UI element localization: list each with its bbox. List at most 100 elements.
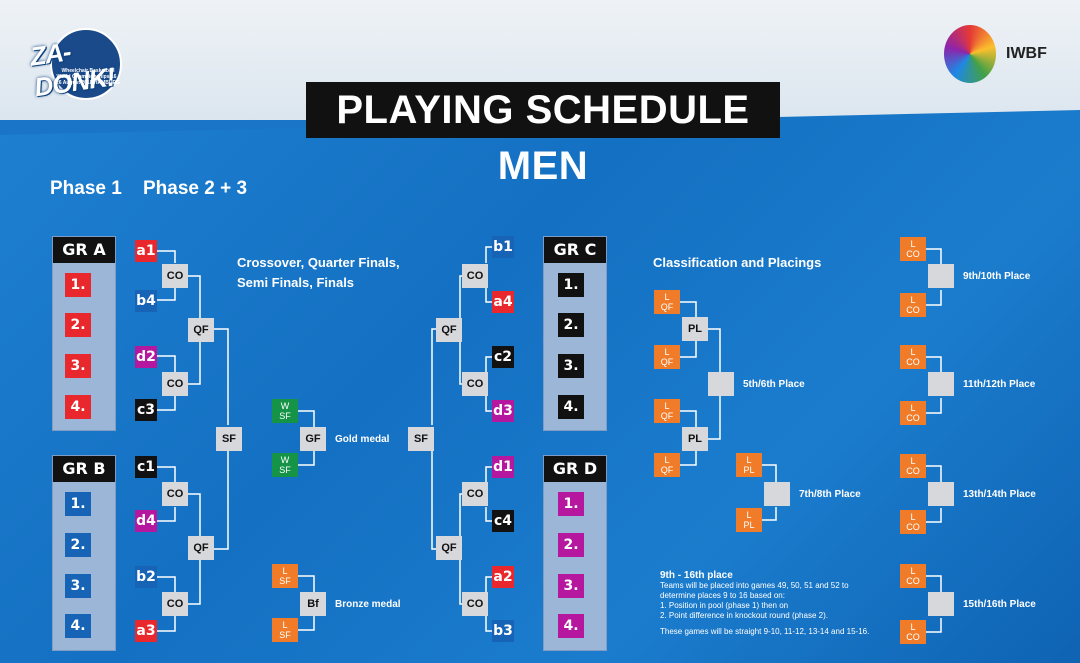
- place-9-10-label: 9th/10th Place: [963, 271, 1031, 282]
- group-b-rank-2: 2.: [65, 533, 91, 557]
- game-co: CO: [462, 372, 488, 396]
- event-logo: ZA-DONK! Wheelchair Basketball World Cha…: [28, 18, 142, 102]
- team-a3: a3: [135, 620, 157, 642]
- note-title: 9th - 16th place: [660, 570, 733, 581]
- team-c3: c3: [135, 399, 157, 421]
- game-co: CO: [162, 482, 188, 506]
- team-d1: d1: [492, 456, 514, 478]
- place-13-14-label: 13th/14th Place: [963, 489, 1036, 500]
- game-pl: PL: [682, 317, 708, 341]
- group-a-rank-3: 3.: [65, 354, 91, 378]
- group-b-rank-1: 1.: [65, 492, 91, 516]
- group-b-rank-4: 4.: [65, 614, 91, 638]
- game-9-10: [928, 264, 954, 288]
- team-b3: b3: [492, 620, 514, 642]
- game-7-8: [764, 482, 790, 506]
- group-c-rank-1: 1.: [558, 273, 584, 297]
- gold-medal-label: Gold medal: [335, 434, 390, 445]
- group-d-title: GR D: [544, 456, 606, 482]
- note-line: 1. Position in pool (phase 1) then on: [660, 601, 789, 610]
- note-line: 2. Point difference in knockout round (p…: [660, 611, 828, 620]
- game-15-16: [928, 592, 954, 616]
- game-qf: QF: [436, 318, 462, 342]
- classification-heading: Classification and Placings: [653, 255, 822, 270]
- iwbf-globe-icon: [944, 25, 996, 83]
- team-d2: d2: [135, 346, 157, 368]
- phase-23-label: Phase 2 + 3: [143, 178, 248, 199]
- bronze-medal-label: Bronze medal: [335, 599, 401, 610]
- group-d-rank-2: 2.: [558, 533, 584, 557]
- game-pl: PL: [682, 427, 708, 451]
- game-sf: SF: [216, 427, 242, 451]
- phase-1-label: Phase 1: [50, 178, 122, 199]
- game-co: CO: [162, 592, 188, 616]
- game-qf: QF: [188, 536, 214, 560]
- group-a-rank-2: 2.: [65, 313, 91, 337]
- game-sf: SF: [408, 427, 434, 451]
- game-13-14: [928, 482, 954, 506]
- iwbf-logo: IWBF: [944, 15, 1047, 85]
- game-bf: Bf: [300, 592, 326, 616]
- team-a4: a4: [492, 291, 514, 313]
- placement-note: 9th - 16th place Teams will be placed in…: [660, 570, 870, 637]
- page-title: PLAYING SCHEDULE MEN: [306, 82, 780, 188]
- group-a-title: GR A: [53, 237, 115, 263]
- group-c-title: GR C: [544, 237, 606, 263]
- place-5-6-label: 5th/6th Place: [743, 379, 805, 390]
- game-11-12: [928, 372, 954, 396]
- game-qf: QF: [436, 536, 462, 560]
- group-a-rank-4: 4.: [65, 395, 91, 419]
- crossover-heading: Crossover, Quarter Finals, Semi Finals, …: [237, 255, 400, 290]
- note-line: These games will be straight 9-10, 11-12…: [660, 627, 870, 636]
- team-d4: d4: [135, 510, 157, 532]
- team-c2: c2: [492, 346, 514, 368]
- team-a1: a1: [135, 240, 157, 262]
- group-d-rank-3: 3.: [558, 574, 584, 598]
- game-co: CO: [462, 592, 488, 616]
- group-c-rank-4: 4.: [558, 395, 584, 419]
- team-b4: b4: [135, 290, 157, 312]
- game-5-6: [708, 372, 734, 396]
- team-b2: b2: [135, 566, 157, 588]
- game-gf: GF: [300, 427, 326, 451]
- game-co: CO: [162, 264, 188, 288]
- game-co: CO: [162, 372, 188, 396]
- note-line: Teams will be placed into games 49, 50, …: [660, 581, 849, 600]
- game-co: CO: [462, 264, 488, 288]
- team-b1: b1: [492, 236, 514, 258]
- place-11-12-label: 11th/12th Place: [963, 379, 1036, 390]
- logo-disc: [50, 28, 122, 100]
- team-c4: c4: [492, 510, 514, 532]
- team-a2: a2: [492, 566, 514, 588]
- team-d3: d3: [492, 400, 514, 422]
- game-qf: QF: [188, 318, 214, 342]
- group-b-rank-3: 3.: [65, 574, 91, 598]
- group-c-rank-3: 3.: [558, 354, 584, 378]
- group-b-title: GR B: [53, 456, 115, 482]
- iwbf-text: IWBF: [1006, 45, 1047, 62]
- group-d-rank-4: 4.: [558, 614, 584, 638]
- group-c-rank-2: 2.: [558, 313, 584, 337]
- place-7-8-label: 7th/8th Place: [799, 489, 861, 500]
- team-c1: c1: [135, 456, 157, 478]
- place-15-16-label: 15th/16th Place: [963, 599, 1036, 610]
- game-co: CO: [462, 482, 488, 506]
